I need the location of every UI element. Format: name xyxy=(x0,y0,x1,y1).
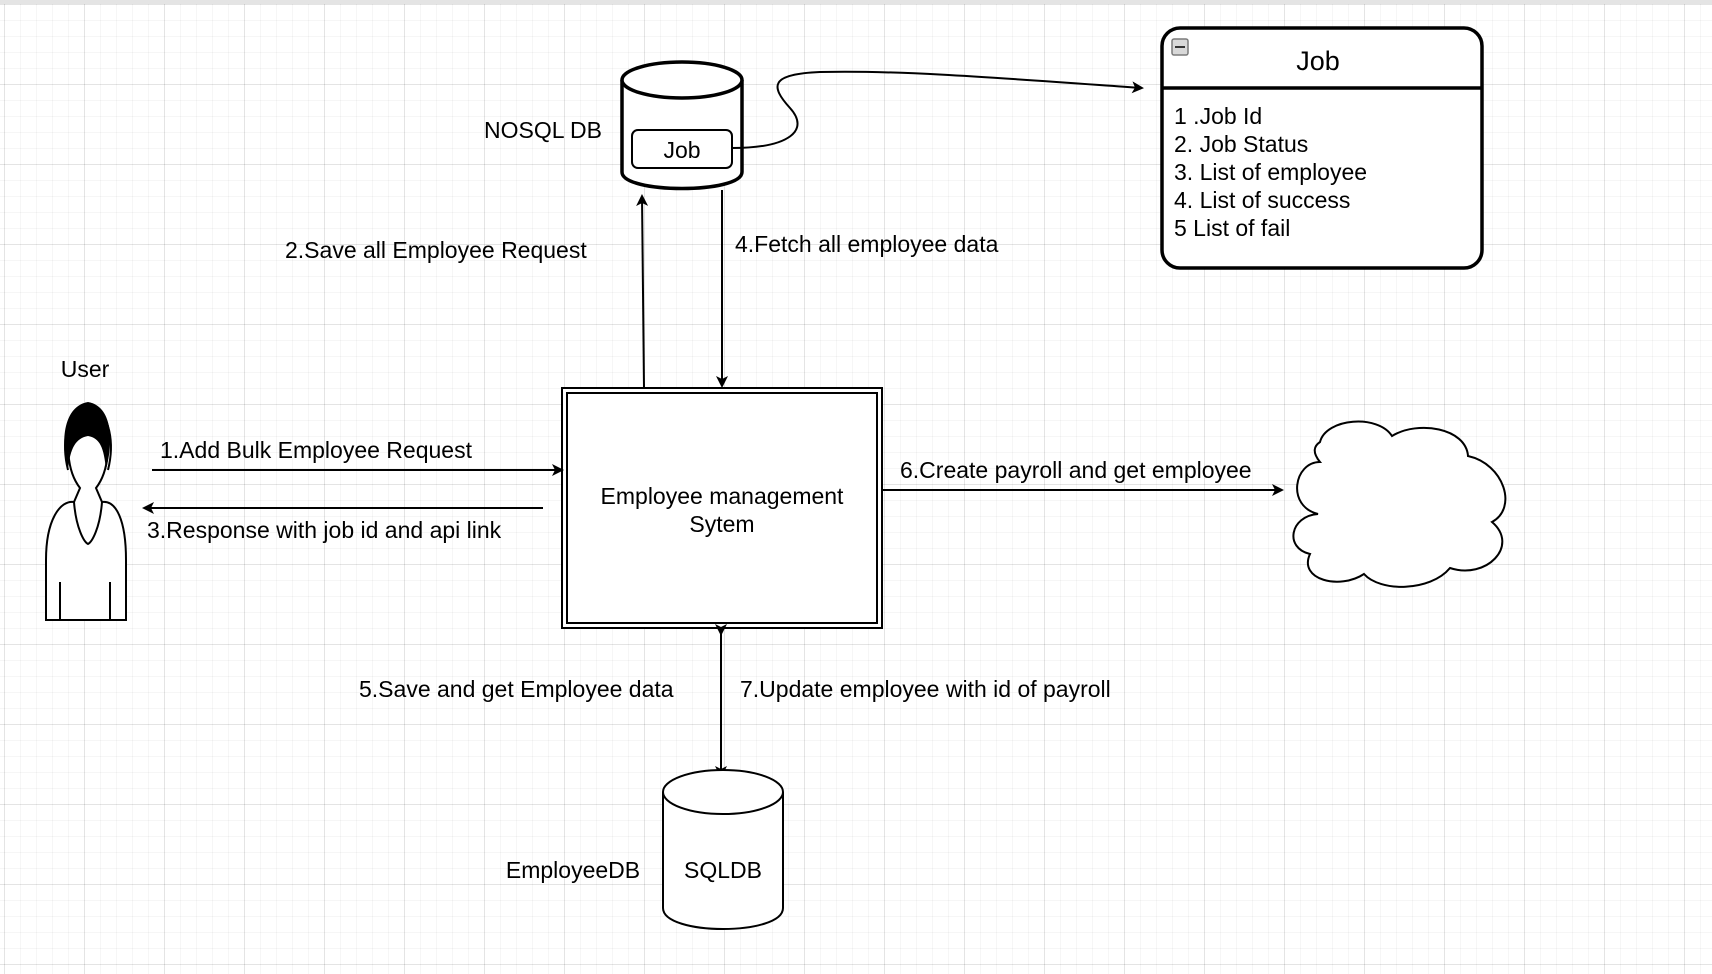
nosql-cylinder-top xyxy=(620,60,744,100)
job-field: 1 .Job Id xyxy=(1174,103,1262,129)
edge-3-label: 3.Response with job id and api link xyxy=(147,517,502,543)
job-entity[interactable]: Job 1 .Job Id 2. Job Status 3. List of e… xyxy=(1160,26,1484,270)
edge-1-label: 1.Add Bulk Employee Request xyxy=(160,437,473,463)
sqldb-inner-label: SQLDB xyxy=(684,857,762,883)
collapse-icon[interactable] xyxy=(1171,38,1189,56)
edge-2-save-arrow[interactable] xyxy=(636,194,649,389)
job-entity-title: Job xyxy=(1296,46,1340,76)
job-field: 3. List of employee xyxy=(1174,159,1367,185)
canvas-top-border xyxy=(0,0,1712,4)
sqldb-cylinder-top xyxy=(662,769,784,815)
job-field: 2. Job Status xyxy=(1174,131,1308,157)
user-label: User xyxy=(61,356,110,382)
system-inner-border xyxy=(566,392,878,624)
system-label-line1: Employee management xyxy=(601,483,845,509)
job-field: 4. List of success xyxy=(1174,187,1350,213)
sqldb-node[interactable]: SQLDB EmployeeDB xyxy=(506,769,784,930)
job-to-entity-connector[interactable] xyxy=(731,70,1144,149)
employeedb-label: EmployeeDB xyxy=(506,857,640,883)
nosql-db-node[interactable]: NOSQL DB Job xyxy=(484,60,744,191)
user-icon xyxy=(45,402,127,621)
system-outer-border xyxy=(561,387,883,629)
edge-4-label: 4.Fetch all employee data xyxy=(735,231,999,257)
cloud-icon[interactable] xyxy=(1292,420,1507,588)
user-actor[interactable]: User xyxy=(45,356,127,621)
employee-management-system-node[interactable]: Employee management Sytem xyxy=(561,387,883,629)
edge-6-label: 6.Create payroll and get employee xyxy=(900,457,1252,483)
edge-2-label: 2.Save all Employee Request xyxy=(285,237,587,263)
nosql-db-label: NOSQL DB xyxy=(484,117,602,143)
edge-5-label: 5.Save and get Employee data xyxy=(359,676,674,702)
edge-7-label: 7.Update employee with id of payroll xyxy=(740,676,1111,702)
sqldb-cylinder-body xyxy=(662,792,784,930)
system-label-line2: Sytem xyxy=(689,511,754,537)
job-field: 5 List of fail xyxy=(1174,215,1290,241)
nosql-inner-job-label: Job xyxy=(663,137,700,163)
